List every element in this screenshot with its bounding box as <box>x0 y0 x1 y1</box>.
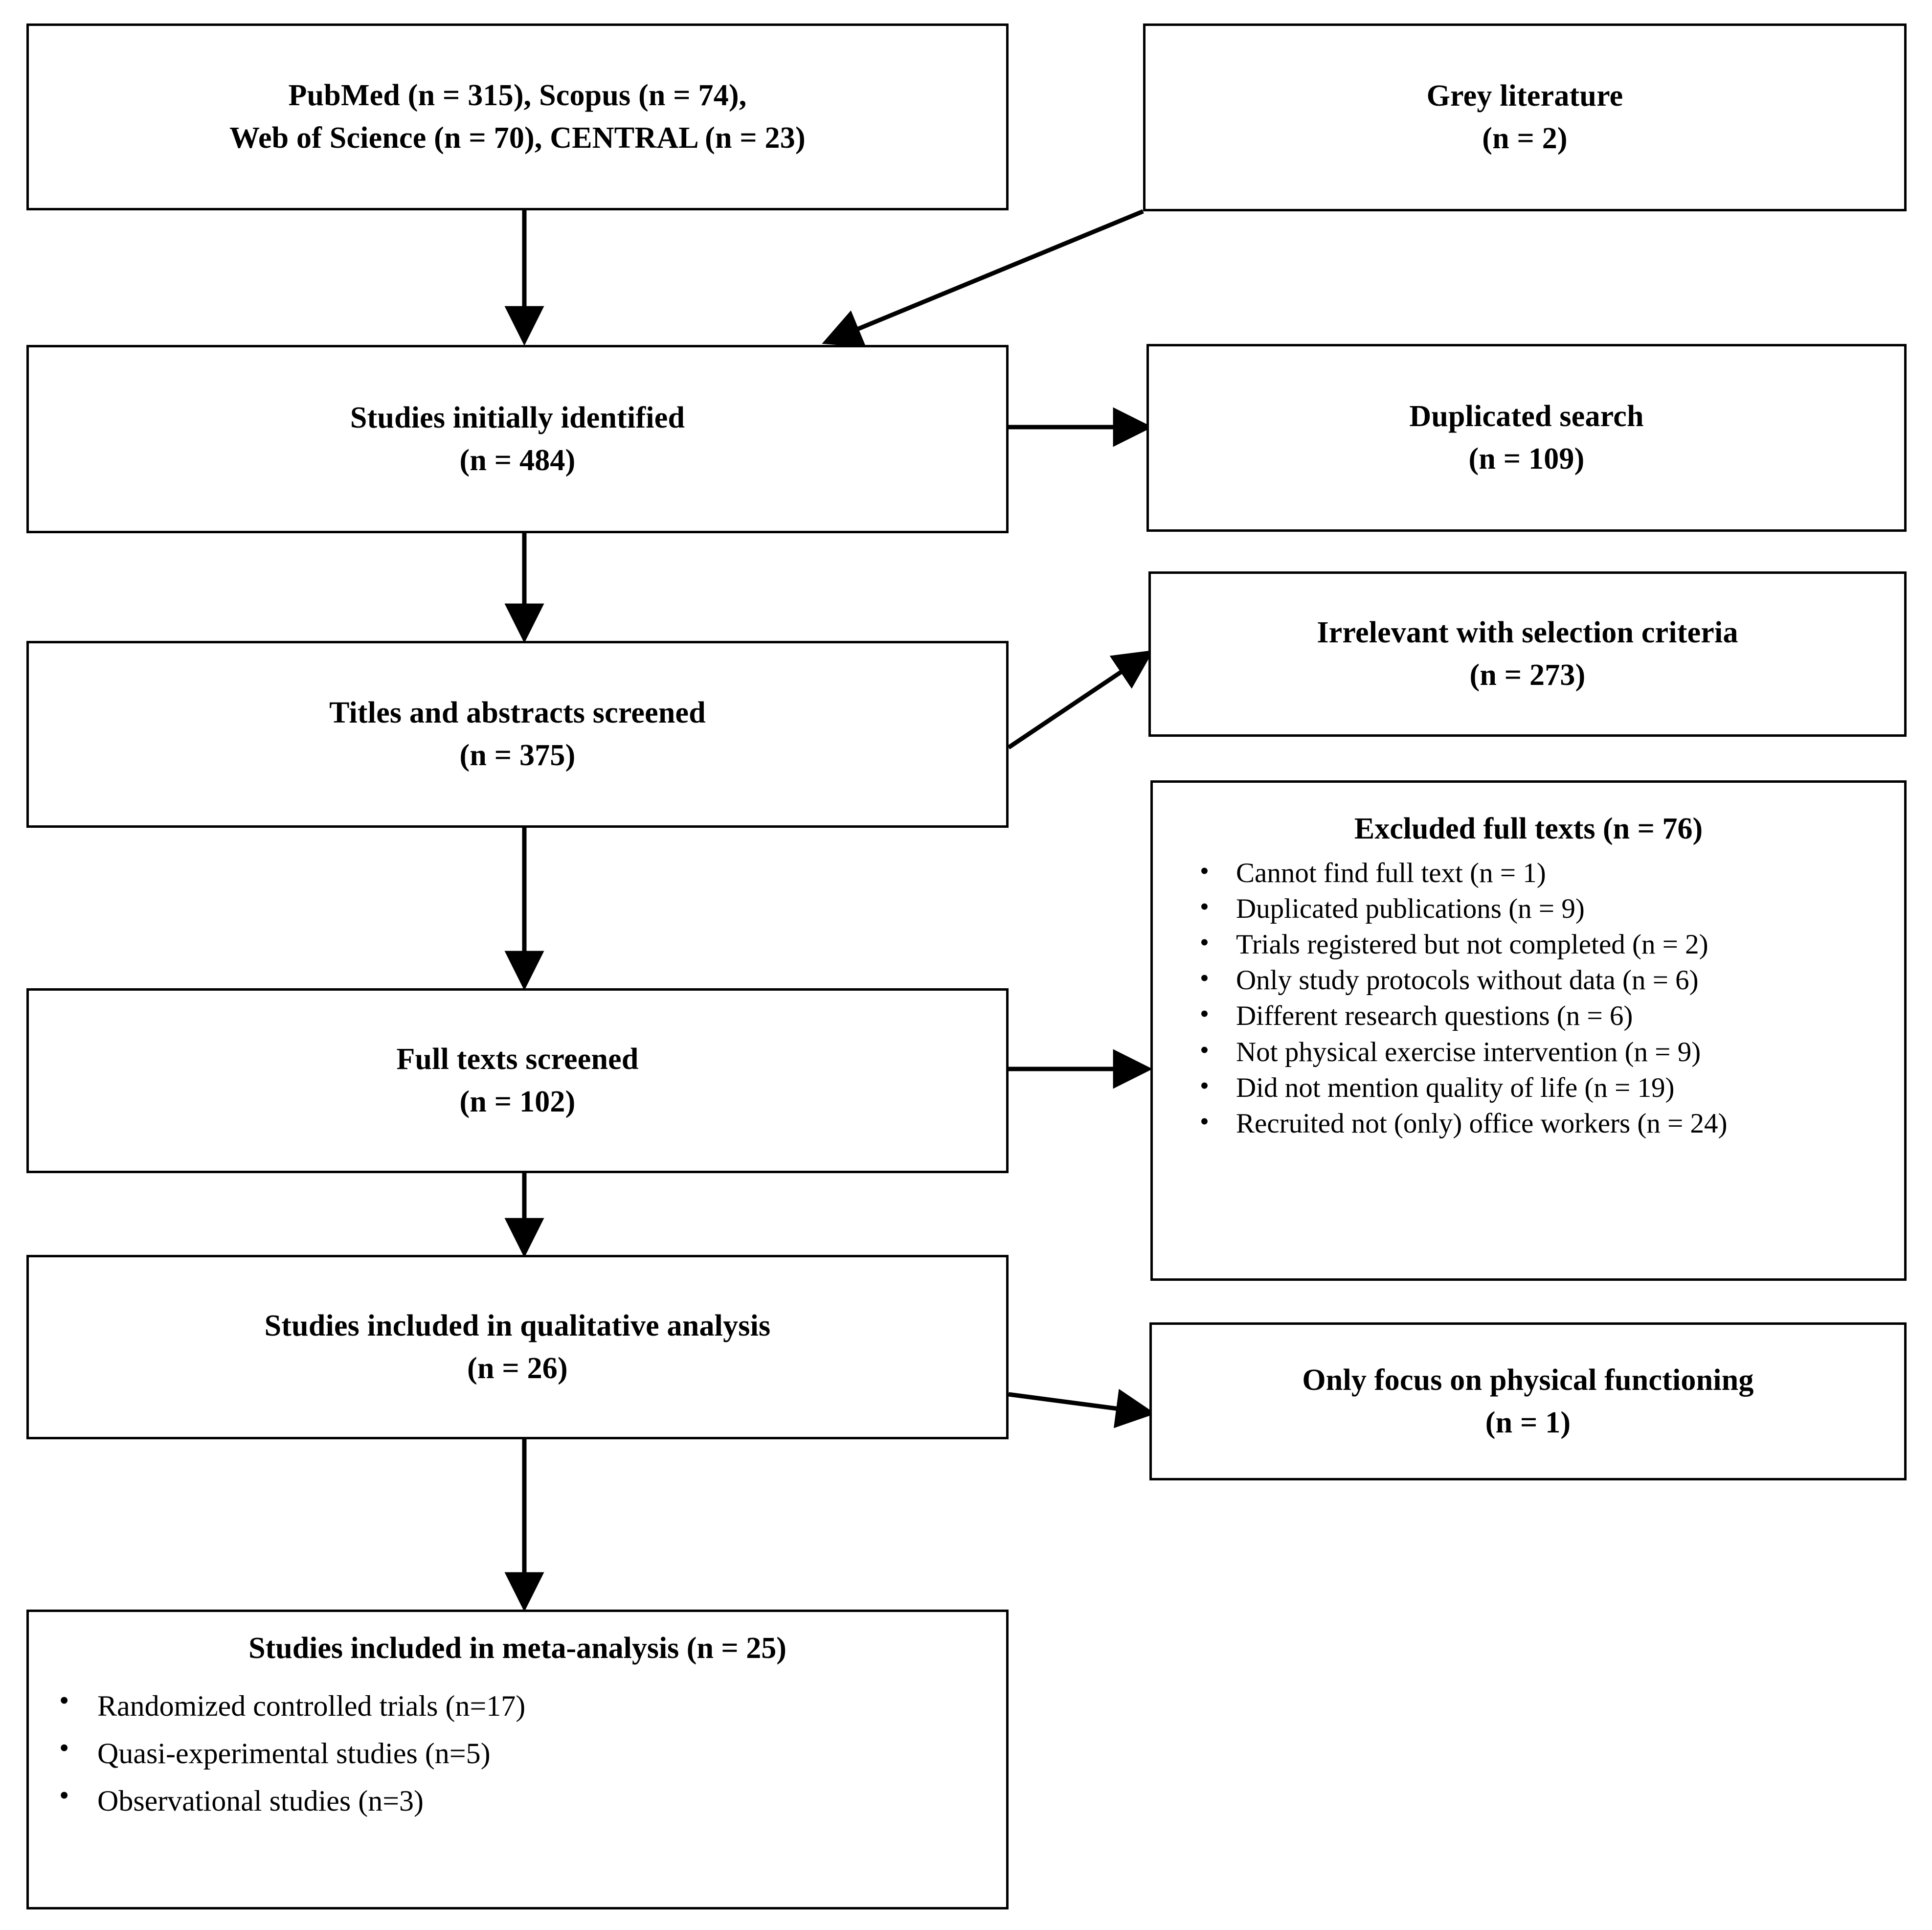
node-duplicated-search: Duplicated search (n = 109) <box>1146 344 1907 532</box>
list-item: Cannot find full text (n = 1) <box>1191 854 1904 891</box>
connector-grey-literature-to-identified <box>822 209 1144 347</box>
list-item: Duplicated publications (n = 9) <box>1191 890 1904 927</box>
node-irrelevant-selection-criteria: Irrelevant with selection criteria (n = … <box>1148 571 1907 737</box>
initially-identified-line-2: (n = 484) <box>459 443 576 477</box>
databases-line-2: Web of Science (n = 70), CENTRAL (n = 23… <box>229 121 806 155</box>
databases-line-1: PubMed (n = 315), Scopus (n = 74), <box>288 79 747 113</box>
list-item: Not physical exercise intervention (n = … <box>1191 1033 1904 1070</box>
list-item: Only study protocols without data (n = 6… <box>1191 961 1904 998</box>
duplicated-search-line-2: (n = 109) <box>1468 442 1585 476</box>
grey-literature-line-1: Grey literature <box>1426 79 1623 113</box>
full-texts-line-2: (n = 102) <box>459 1085 576 1118</box>
titles-abstracts-line-1: Titles and abstracts screened <box>329 696 706 730</box>
qualitative-line-1: Studies included in qualitative analysis <box>264 1309 771 1342</box>
list-item: Did not mention quality of life (n = 19) <box>1191 1069 1904 1106</box>
grey-literature-line-2: (n = 2) <box>1482 122 1568 155</box>
connector-qualitative-to-physical <box>1008 1388 1156 1429</box>
node-studies-included-qualitative: Studies included in qualitative analysis… <box>26 1255 1009 1439</box>
meta-analysis-list: Randomized controlled trials (n=17) Quas… <box>29 1682 1006 1825</box>
full-texts-line-1: Full texts screened <box>396 1043 639 1076</box>
list-item: Different research questions (n = 6) <box>1191 997 1904 1034</box>
node-full-texts-screened: Full texts screened (n = 102) <box>26 988 1009 1173</box>
physical-functioning-line-2: (n = 1) <box>1485 1406 1571 1439</box>
node-excluded-full-texts: Excluded full texts (n = 76) Cannot find… <box>1150 780 1907 1281</box>
irrelevant-line-2: (n = 273) <box>1469 658 1586 692</box>
node-studies-initially-identified: Studies initially identified (n = 484) <box>26 345 1009 533</box>
list-item: Recruited not (only) office workers (n =… <box>1191 1105 1904 1141</box>
irrelevant-line-1: Irrelevant with selection criteria <box>1317 616 1738 650</box>
node-databases: PubMed (n = 315), Scopus (n = 74), Web o… <box>26 23 1009 210</box>
titles-abstracts-line-2: (n = 375) <box>459 739 576 772</box>
duplicated-search-line-1: Duplicated search <box>1409 400 1644 433</box>
node-studies-included-meta-analysis: Studies included in meta-analysis (n = 2… <box>26 1610 1009 1909</box>
list-item: Trials registered but not completed (n =… <box>1191 926 1904 962</box>
physical-functioning-line-1: Only focus on physical functioning <box>1302 1363 1754 1397</box>
qualitative-line-2: (n = 26) <box>467 1351 568 1385</box>
node-only-focus-physical-functioning: Only focus on physical functioning (n = … <box>1149 1322 1907 1480</box>
list-item: Randomized controlled trials (n=17) <box>48 1682 1006 1730</box>
excluded-full-texts-title: Excluded full texts (n = 76) <box>1354 812 1703 845</box>
list-item: Quasi-experimental studies (n=5) <box>48 1730 1006 1777</box>
excluded-full-texts-list: Cannot find full text (n = 1) Duplicated… <box>1153 854 1904 1142</box>
node-titles-and-abstracts-screened: Titles and abstracts screened (n = 375) <box>26 641 1009 828</box>
node-grey-literature: Grey literature (n = 2) <box>1143 23 1907 211</box>
list-item: Observational studies (n=3) <box>48 1777 1006 1825</box>
meta-analysis-title: Studies included in meta-analysis (n = 2… <box>248 1632 786 1665</box>
initially-identified-line-1: Studies initially identified <box>350 401 685 434</box>
connector-titles-to-irrelevant <box>1007 650 1154 749</box>
